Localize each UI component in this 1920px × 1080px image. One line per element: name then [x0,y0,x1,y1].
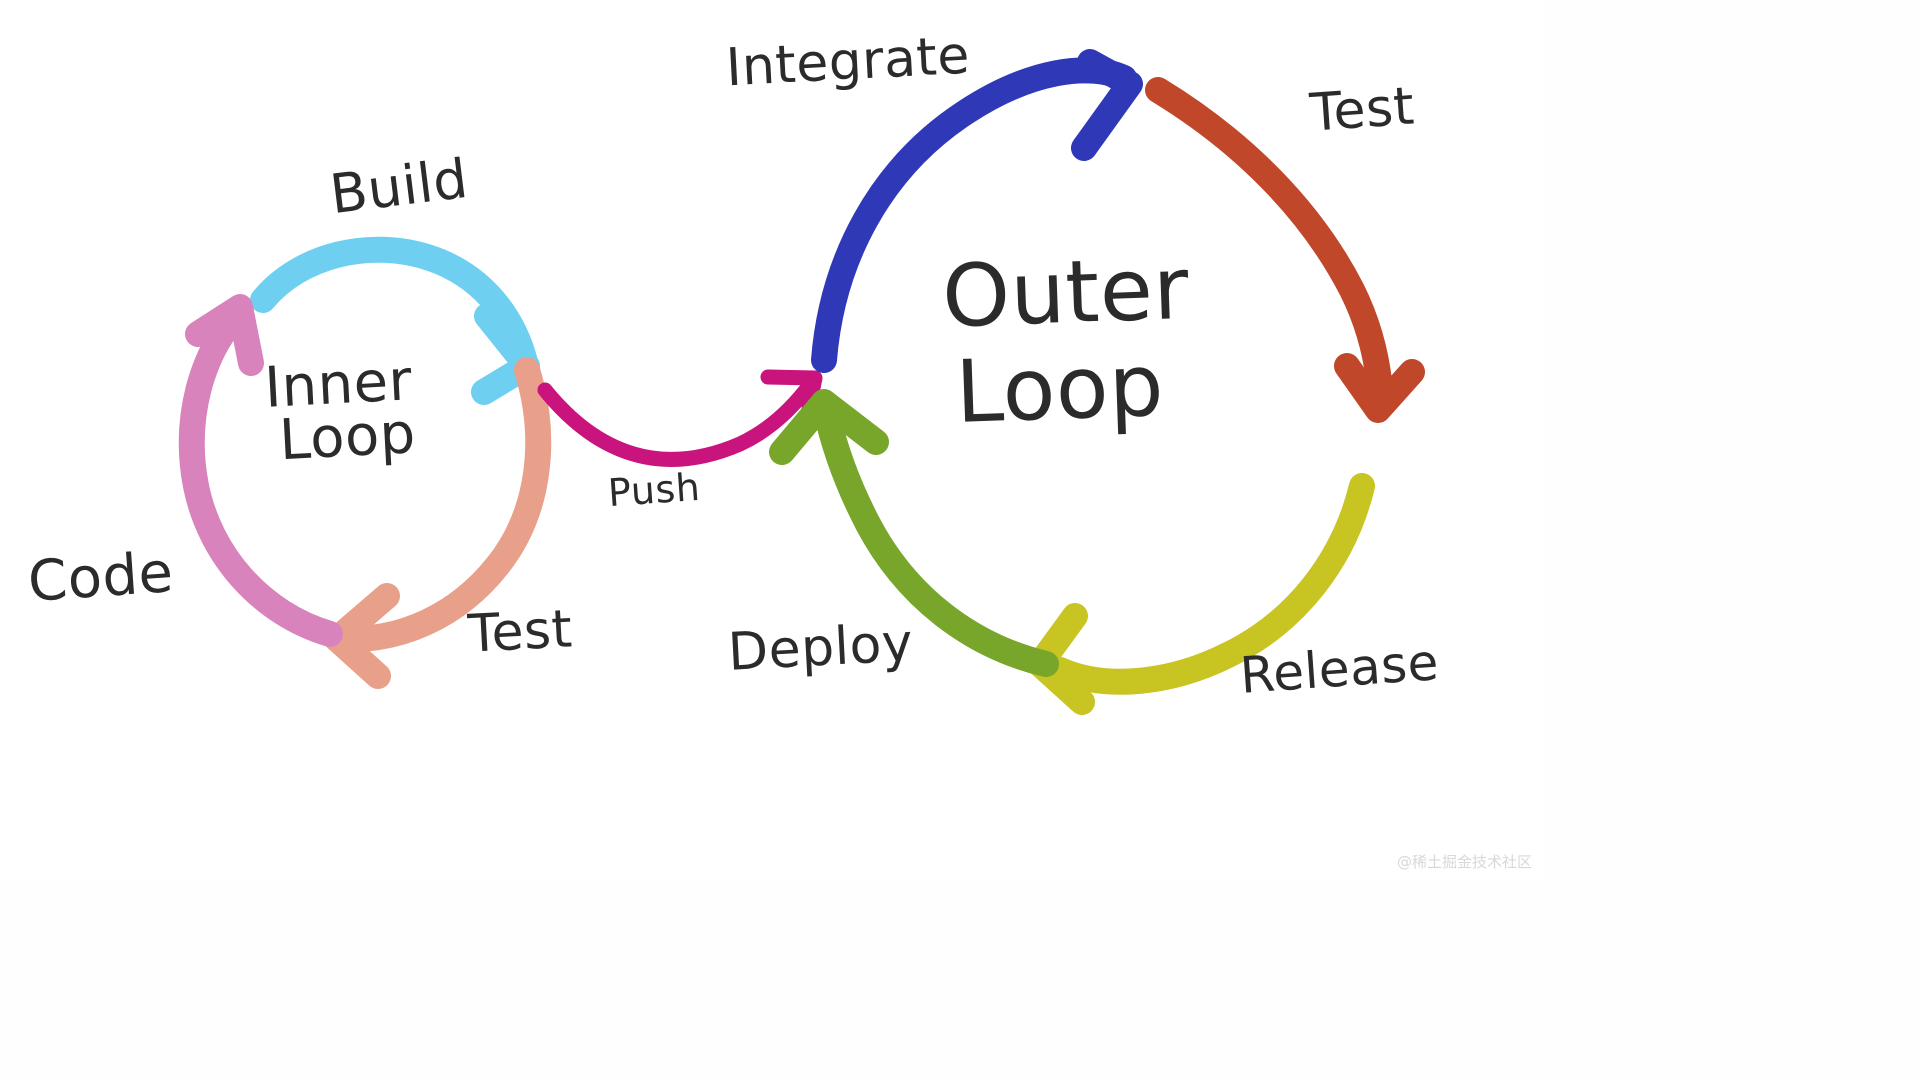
outer-deploy-arc [769,389,1059,677]
outer-stage-label-test: Test [1308,76,1417,144]
inner-code-arc [178,294,343,647]
inner-loop-title: Inner Loop [263,348,418,474]
inner-stage-label-code: Code [25,540,176,615]
outer-stage-label-deploy: Deploy [726,613,915,683]
outer-loop-title: Outer Loop [941,239,1194,443]
watermark-text: @稀土掘金技术社区 [1396,853,1532,871]
outer-loop-title-line1: Outer [940,238,1191,348]
inner-loop-title-line2: Loop [277,401,418,474]
outer-loop-title-line2: Loop [953,335,1166,443]
loop-arcs-svg [178,49,1425,715]
outer-integrate-arc [811,49,1143,373]
inner-stage-label-test: Test [466,599,574,665]
push-connector-label: Push [606,464,702,516]
devops-loop-diagram: Build Code Test Inner Loop Push Integrat… [25,25,1532,871]
outer-stage-label-integrate: Integrate [724,25,972,99]
outer-test-arc [1145,77,1425,423]
